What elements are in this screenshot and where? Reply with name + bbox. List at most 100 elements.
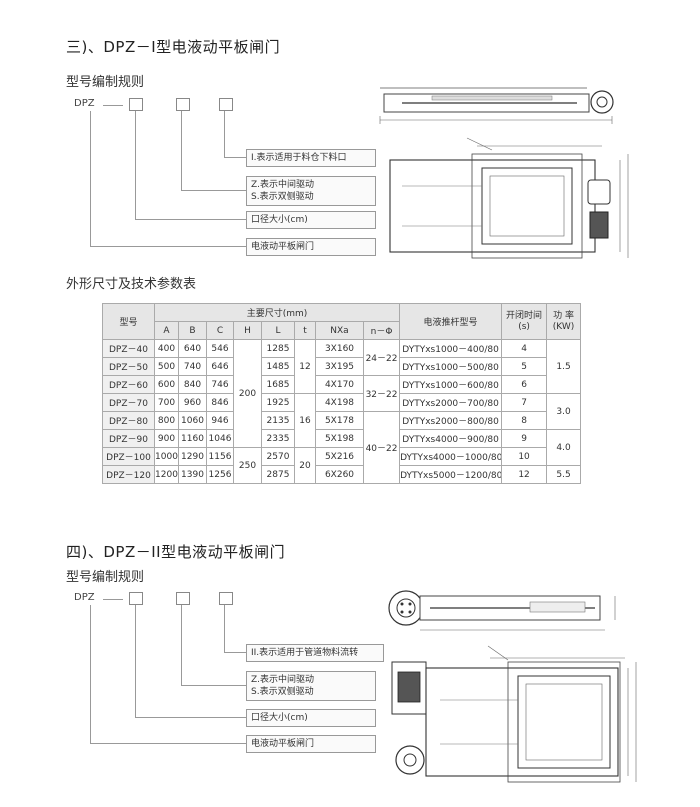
header-power: 功 率(KW)	[546, 303, 582, 340]
cell-model: DPZ－70	[102, 393, 155, 412]
cell-pusher: DYTYxs2000－700/80	[399, 393, 503, 412]
cell-C: 846	[206, 393, 234, 412]
cell-model: DPZ－40	[102, 339, 155, 358]
code-box-1	[129, 98, 143, 111]
cell-NXa: 5X198	[315, 429, 364, 448]
cell-C: 946	[206, 411, 234, 430]
label-type-text: I.表示适用于料仓下料口	[251, 153, 347, 163]
cell-NXa: 5X216	[315, 447, 364, 466]
code-dash	[103, 105, 123, 106]
cell-time: 12	[501, 465, 548, 484]
table-row: DPZ－40 400 640 546 200 1285 12 3X160 24－…	[102, 339, 582, 448]
header-A: A	[154, 321, 179, 340]
cell-time: 10	[501, 447, 548, 466]
cell-L: 1925	[261, 393, 295, 412]
cell-model: DPZ－120	[102, 465, 155, 484]
table-row: DPZ－90 900 1160 1046 2335 5X198 DYTYxs40…	[102, 429, 582, 466]
header-model: 型号	[102, 303, 155, 340]
cell-C: 746	[206, 375, 234, 394]
cell-A: 1000	[154, 447, 179, 466]
cell-B: 840	[178, 375, 207, 394]
label-type: II.表示适用于管道物料流转	[246, 644, 384, 662]
cell-time: 9	[501, 429, 548, 448]
cell-pusher: DYTYxs5000－1200/80	[399, 465, 503, 484]
cell-A: 400	[154, 339, 179, 358]
cell-A: 600	[154, 375, 179, 394]
cell-pusher: DYTYxs1000－400/80	[399, 339, 503, 358]
connector-1	[224, 605, 247, 653]
cell-power: 4.0	[546, 429, 582, 466]
cell-time: 7	[501, 393, 548, 412]
cell-H: 250	[233, 447, 262, 484]
cell-NXa: 3X195	[315, 357, 364, 376]
label-name-text: 电液动平板闸门	[251, 242, 315, 252]
code-prefix: DPZ	[74, 98, 95, 109]
cell-time: 5	[501, 357, 548, 376]
cell-model: DPZ－100	[102, 447, 155, 466]
cell-L: 1685	[261, 375, 295, 394]
header-nphi: n－Φ	[362, 321, 401, 340]
code-prefix: DPZ	[74, 592, 95, 603]
cell-L: 2135	[261, 411, 295, 430]
cell-pusher: DYTYxs1000－600/80	[399, 375, 503, 394]
cell-A: 1200	[154, 465, 179, 484]
table-row: DPZ－60 600 840 746 1685 4X170 32－22 DYTY…	[102, 375, 581, 412]
cell-model: DPZ－90	[102, 429, 155, 448]
header-L: L	[261, 321, 295, 340]
cell-time: 4	[501, 339, 548, 358]
cell-B: 640	[178, 339, 207, 358]
code-box-3	[219, 98, 233, 111]
connector-2	[181, 111, 247, 191]
cell-t: 12	[294, 339, 316, 394]
label-drive-dual: S.表示双侧驱动	[251, 687, 314, 697]
cell-nphi: 24－22	[362, 339, 401, 376]
label-size: 口径大小(cm)	[246, 211, 376, 229]
label-name-text: 电液动平板闸门	[251, 739, 315, 749]
cell-model: DPZ－80	[102, 411, 155, 430]
cell-B: 740	[178, 357, 207, 376]
cell-L: 2335	[261, 429, 295, 448]
cell-H: 200	[233, 339, 262, 448]
label-drive: Z.表示中间驱动 S.表示双侧驱动	[246, 671, 376, 701]
cell-A: 800	[154, 411, 179, 430]
label-drive-mid: Z.表示中间驱动	[251, 675, 315, 685]
cell-L: 1285	[261, 339, 295, 358]
cell-NXa: 3X160	[315, 339, 364, 358]
cell-model: DPZ－60	[102, 375, 155, 394]
cell-time: 6	[501, 375, 548, 394]
cell-power: 5.5	[546, 465, 582, 484]
cell-NXa: 4X198	[315, 393, 364, 412]
section1-side-drawing	[379, 87, 614, 124]
section2-side-drawing	[388, 590, 616, 631]
cell-C: 546	[206, 339, 234, 358]
cell-pusher: DYTYxs4000－1000/80	[399, 447, 503, 466]
code-box-3	[219, 592, 233, 605]
cell-nphi: 40－22	[362, 411, 401, 484]
cell-model: DPZ－50	[102, 357, 155, 376]
connector-4	[90, 111, 247, 247]
header-t: t	[294, 321, 316, 340]
connector-2	[181, 605, 247, 686]
header-time: 开闭时间(s)	[501, 303, 548, 340]
cell-t: 20	[294, 447, 316, 484]
cell-L: 1485	[261, 357, 295, 376]
section1-rule-title: 型号编制规则	[66, 75, 145, 90]
spec-table: 型号 主要尺寸(mm) 电液推杆型号 开闭时间(s) 功 率(KW) A B C…	[102, 303, 582, 484]
label-size-text: 口径大小(cm)	[251, 215, 308, 225]
label-size: 口径大小(cm)	[246, 709, 376, 727]
label-type: I.表示适用于料仓下料口	[246, 149, 376, 167]
label-size-text: 口径大小(cm)	[251, 713, 308, 723]
header-main-dimensions: 主要尺寸(mm)	[153, 303, 401, 322]
table-row: DPZ－80 800 1060 946 2135 5X178 40－22 DYT…	[102, 411, 581, 484]
cell-B: 1160	[178, 429, 207, 448]
cell-C: 1256	[206, 465, 234, 484]
header-C: C	[206, 321, 234, 340]
cell-A: 900	[154, 429, 179, 448]
section1-title: 三)、DPZ－I型电液动平板闸门	[66, 38, 281, 56]
section1-plan-drawing	[389, 137, 629, 259]
label-drive: Z.表示中间驱动 S.表示双侧驱动	[246, 176, 376, 206]
table-row: DPZ－50 500 740 646 1485 3X195 DYTYxs1000…	[102, 357, 581, 376]
cell-B: 1290	[178, 447, 207, 466]
code-dash	[103, 599, 123, 600]
header-power-text: 功 率(KW)	[552, 310, 575, 332]
